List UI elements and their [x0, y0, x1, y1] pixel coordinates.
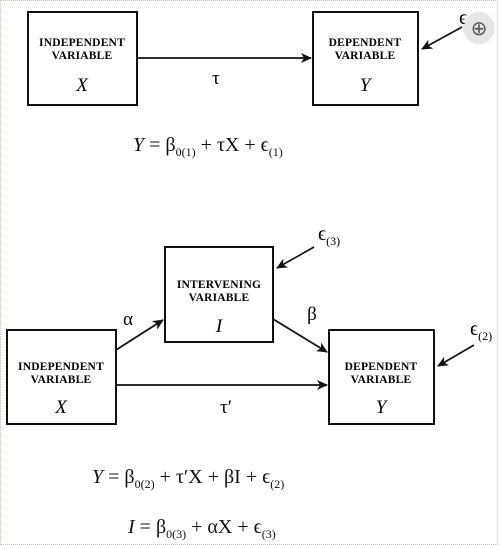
eq1-lhs: Y: [133, 134, 145, 156]
dependent-variable-box-top: [312, 11, 419, 106]
path-label-tau: τ: [212, 68, 220, 89]
dependent-box-bottom-symbol: Y: [376, 397, 389, 418]
dependent-box-bottom-title-2: VARIABLE: [351, 374, 412, 386]
eq3-mid: + αX +: [186, 516, 254, 538]
independent-variable-box-top: [27, 11, 138, 106]
eq2-eps: ϵ: [262, 466, 271, 488]
independent-box-top-title-1: INDEPENDENT: [39, 37, 125, 49]
eq1-eps: ϵ: [260, 134, 269, 156]
independent-box-bottom-title-1: INDEPENDENT: [18, 361, 104, 373]
path-label-alpha: α: [123, 309, 133, 330]
eq1-eps-sub: (1): [268, 145, 283, 159]
independent-box-bottom-symbol: X: [54, 397, 68, 418]
error-label-dependent: ϵ(2): [470, 318, 492, 343]
eq2-equals: =: [103, 466, 125, 488]
independent-box-top-symbol: X: [75, 75, 89, 96]
eq3-equals: =: [134, 516, 156, 538]
intervening-variable-box: [164, 246, 274, 343]
path-arrow-beta: [272, 318, 328, 353]
eq2-beta: β: [124, 466, 135, 488]
eq3-beta-sub: 0(3): [166, 527, 187, 541]
eq2-beta-sub: 0(2): [134, 477, 155, 491]
error-arrow-top: [421, 26, 463, 50]
eq1-beta-sub: 0(1): [175, 145, 196, 159]
eq3-eps: ϵ: [253, 516, 262, 538]
zoom-in-icon: ⊕: [470, 16, 488, 40]
dependent-box-top-title-2: VARIABLE: [335, 50, 396, 62]
eq3-beta: β: [155, 516, 167, 538]
eq1-equals: =: [144, 134, 166, 156]
equation-simple: Y = β0(1) + τX + ϵ(1): [133, 134, 283, 160]
independent-variable-box-bottom: [6, 329, 117, 425]
eq3-eps-sub: (3): [261, 527, 276, 541]
eq2-mid: + τ′X + βI +: [154, 466, 263, 488]
eq3-lhs: I: [128, 516, 135, 538]
dependent-box-top-symbol: Y: [360, 75, 373, 96]
path-arrow-alpha: [115, 319, 164, 351]
intervening-box-symbol: I: [215, 316, 224, 337]
equation-dependent: Y = β0(2) + τ′X + βI + ϵ(2): [92, 466, 284, 492]
dependent-box-bottom-title-1: DEPENDENT: [345, 361, 418, 373]
eq1-mid: + τX +: [195, 134, 261, 156]
dependent-variable-box-bottom: [328, 329, 435, 425]
intervening-box-title-2: VARIABLE: [189, 292, 250, 304]
intervening-box-title-1: INTERVENING: [177, 279, 261, 291]
zoom-in-button[interactable]: ⊕: [464, 13, 494, 43]
error-symbol-top: ϵ: [459, 7, 467, 29]
dependent-box-top-title-1: DEPENDENT: [329, 37, 402, 49]
eq1-beta: β: [165, 134, 176, 156]
path-label-tau-prime: τ′: [220, 397, 232, 418]
error-arrow-dependent: [437, 344, 475, 367]
eq2-lhs: Y: [92, 466, 104, 488]
equation-intervening: I = β0(3) + αX + ϵ(3): [128, 516, 276, 542]
error-arrow-intervening: [276, 246, 315, 269]
path-label-beta: β: [307, 304, 317, 325]
eq2-eps-sub: (2): [270, 477, 285, 491]
independent-box-top-title-2: VARIABLE: [52, 50, 113, 62]
independent-box-bottom-title-2: VARIABLE: [31, 374, 92, 386]
error-label-intervening: ϵ(3): [318, 223, 340, 248]
